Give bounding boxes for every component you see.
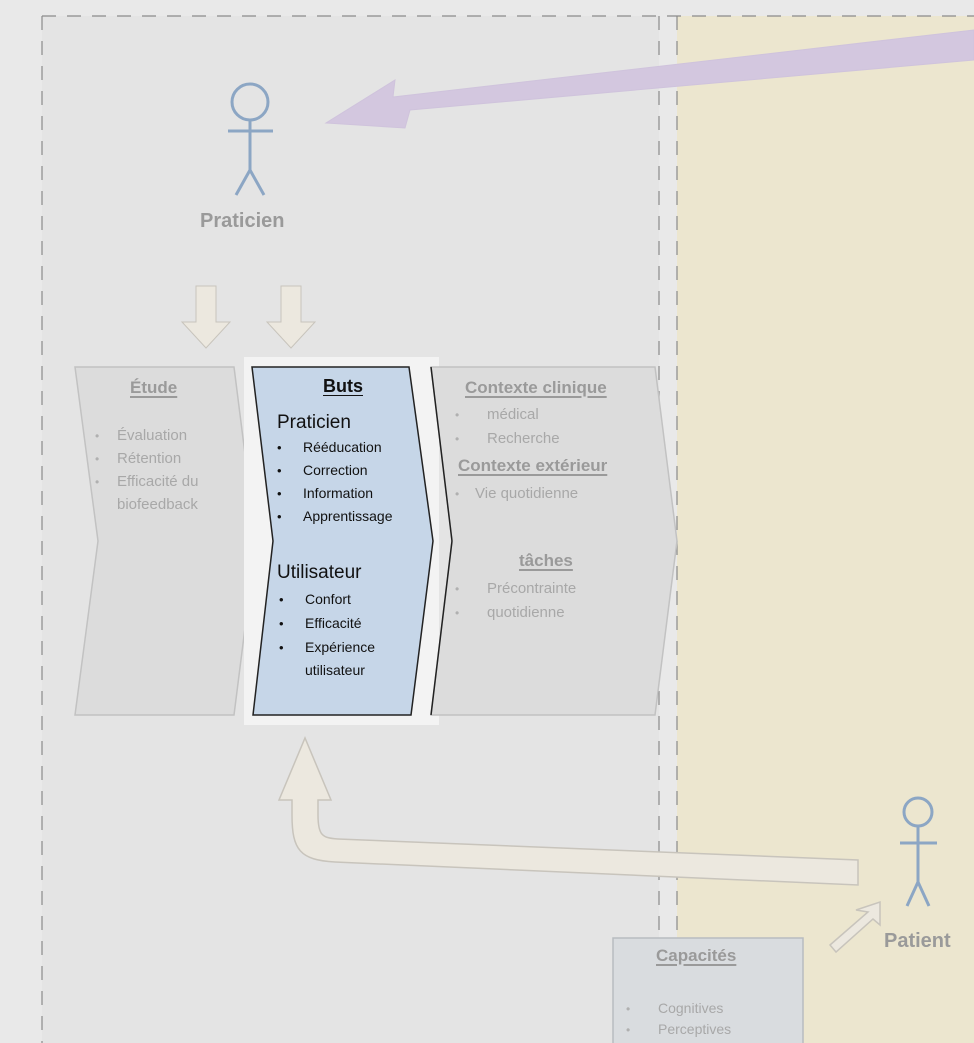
etude-chevron (74, 366, 257, 716)
taches-item: •Précontrainte (455, 580, 577, 597)
etude-item-continuation: biofeedback (117, 496, 198, 513)
etude-item: •Rétention (95, 450, 182, 467)
contexte-clinique-item: •Recherche (455, 430, 560, 447)
patient-to-buts-arrow (277, 736, 859, 886)
purple-arrow (324, 29, 974, 129)
capacites-to-patient-arrow (828, 900, 881, 954)
capacites-item: •Cognitives (626, 1000, 724, 1016)
contexte-exterieur-title: Contexte extérieur (458, 456, 608, 475)
contexte-left-edge-bottom (430, 540, 453, 716)
contexte-clinique-title: Contexte clinique (465, 378, 607, 397)
buts-praticien-item: •Information (277, 485, 374, 501)
contexte-left-edge-top (430, 366, 453, 542)
capacites-item: •Perceptives (626, 1021, 732, 1037)
patient-label: Patient (884, 930, 951, 952)
buts-utilisateur-item: •Expérience (279, 639, 376, 655)
taches-title: tâches (519, 551, 573, 570)
capacites-box (612, 937, 804, 1043)
buts-praticien-item: •Apprentissage (277, 508, 393, 524)
buts-title: Buts (323, 376, 363, 396)
etude-item: •Évaluation (95, 427, 188, 444)
buts-utilisateur-item-continuation: utilisateur (305, 662, 365, 678)
praticien-actor-icon (228, 82, 273, 196)
buts-praticien-heading: Praticien (277, 412, 351, 433)
etude-item: •Efficacité du (95, 473, 199, 490)
down-arrow-left (180, 285, 232, 349)
taches-item: •quotidienne (455, 604, 565, 621)
buts-praticien-item: •Correction (277, 462, 368, 478)
buts-chevron (251, 366, 434, 716)
down-arrow-right (265, 285, 317, 349)
buts-utilisateur-heading: Utilisateur (277, 562, 362, 583)
etude-title: Étude (130, 378, 178, 397)
buts-utilisateur-item: •Efficacité (279, 615, 362, 631)
contexte-clinique-item: •médical (455, 406, 539, 423)
right-panel (677, 16, 974, 1043)
contexte-exterieur-item: •Vie quotidienne (455, 485, 579, 502)
praticien-label: Praticien (200, 210, 285, 232)
patient-actor-icon (900, 796, 937, 907)
capacites-title: Capacités (656, 946, 737, 965)
buts-praticien-item: •Rééducation (277, 439, 382, 455)
buts-utilisateur-item: •Confort (279, 591, 351, 607)
